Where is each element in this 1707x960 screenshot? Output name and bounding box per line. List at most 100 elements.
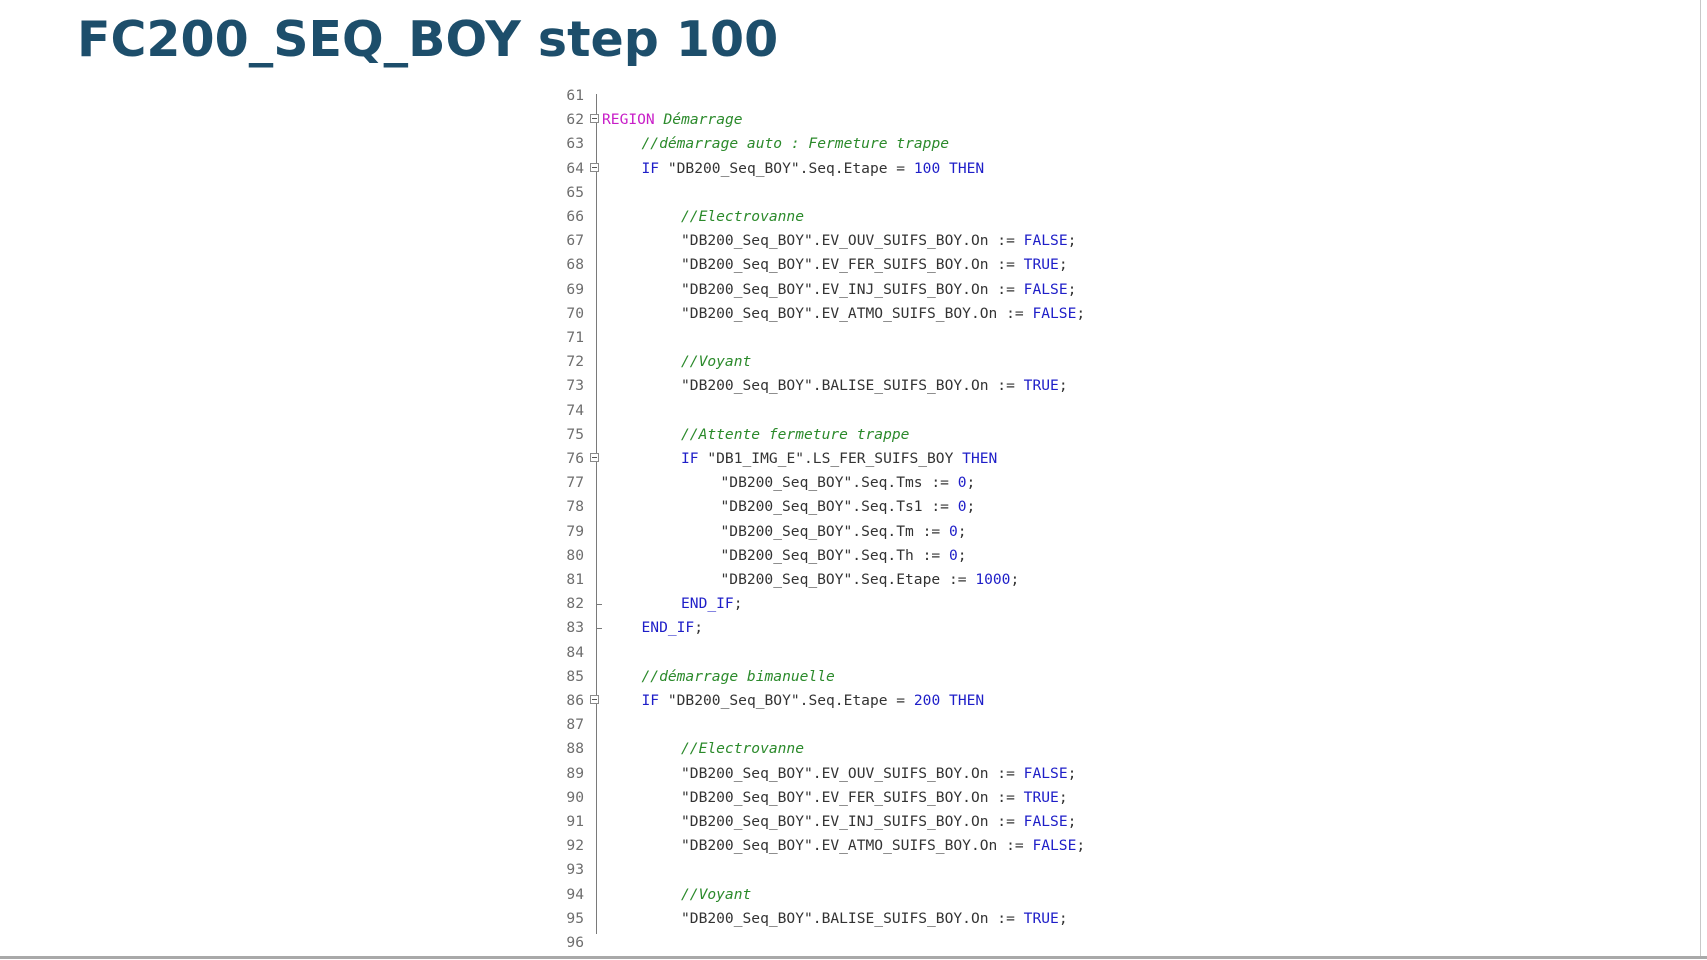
code-text: //Voyant bbox=[681, 883, 751, 907]
code-token-kw: FALSE bbox=[1023, 280, 1068, 298]
code-token-kw: TRUE bbox=[1023, 256, 1059, 274]
code-text: //démarrage auto : Fermeture trappe bbox=[642, 132, 950, 156]
code-token-kw: FALSE bbox=[1032, 304, 1077, 322]
code-text: END_IF; bbox=[642, 616, 704, 640]
line-number: 83 bbox=[566, 619, 584, 637]
fold-end-marker bbox=[596, 618, 602, 630]
code-token-str: ; bbox=[1058, 377, 1068, 395]
code-token-cmt: Démarrage bbox=[654, 111, 743, 129]
code-text: "DB200_Seq_BOY".EV_INJ_SUIFS_BOY.On := F… bbox=[681, 810, 1076, 834]
code-token-str: ; bbox=[1058, 909, 1068, 927]
code-token-str: "DB200_Seq_BOY".EV_INJ_SUIFS_BOY.On := bbox=[681, 280, 1024, 298]
code-token-str: "DB200_Seq_BOY".BALISE_SUIFS_BOY.On := bbox=[681, 909, 1024, 927]
line-number: 85 bbox=[566, 667, 584, 685]
line-number: 82 bbox=[566, 595, 584, 613]
code-text: //Voyant bbox=[681, 350, 751, 374]
code-text: "DB200_Seq_BOY".BALISE_SUIFS_BOY.On := T… bbox=[681, 907, 1068, 931]
code-token-cmt: //Electrovanne bbox=[681, 740, 805, 758]
code-token-str: ; bbox=[966, 498, 976, 516]
code-token-kw: FALSE bbox=[1023, 232, 1068, 250]
code-text: "DB200_Seq_BOY".Seq.Etape := 1000; bbox=[721, 568, 1020, 592]
line-number: 79 bbox=[566, 522, 584, 540]
fold-end-marker bbox=[596, 594, 602, 606]
fold-collapse-icon[interactable] bbox=[590, 453, 599, 462]
code-token-str: ; bbox=[1076, 304, 1086, 322]
code-text: //Electrovanne bbox=[681, 205, 804, 229]
line-number: 65 bbox=[566, 183, 584, 201]
code-text: "DB200_Seq_BOY".EV_FER_SUIFS_BOY.On := T… bbox=[681, 253, 1068, 277]
line-number: 88 bbox=[566, 740, 584, 758]
code-token-num: 0 bbox=[957, 474, 967, 492]
slide-title: FC200_SEQ_BOY step 100 bbox=[77, 11, 779, 68]
code-token-region: REGION bbox=[602, 111, 655, 129]
code-token-num: 0 bbox=[948, 522, 958, 540]
code-token-str: "DB200_Seq_BOY".EV_FER_SUIFS_BOY.On := bbox=[681, 256, 1024, 274]
code-token-str: "DB200_Seq_BOY".EV_OUV_SUIFS_BOY.On := bbox=[681, 764, 1024, 782]
code-token-str: "DB200_Seq_BOY".EV_OUV_SUIFS_BOY.On := bbox=[681, 232, 1024, 250]
code-token-str: ; bbox=[1067, 764, 1077, 782]
code-token-str: "DB200_Seq_BOY".Seq.Tms := bbox=[720, 474, 958, 492]
code-token-kw: THEN bbox=[940, 159, 985, 177]
code-token-str: "DB200_Seq_BOY".EV_FER_SUIFS_BOY.On := bbox=[681, 788, 1024, 806]
code-token-str: "DB200_Seq_BOY".BALISE_SUIFS_BOY.On := bbox=[681, 377, 1024, 395]
code-text: "DB200_Seq_BOY".EV_ATMO_SUIFS_BOY.On := … bbox=[681, 834, 1085, 858]
line-number: 63 bbox=[566, 135, 584, 153]
code-text: "DB200_Seq_BOY".EV_OUV_SUIFS_BOY.On := F… bbox=[681, 762, 1076, 786]
code-token-str: ; bbox=[694, 619, 704, 637]
line-number: 84 bbox=[566, 643, 584, 661]
line-number: 69 bbox=[566, 280, 584, 298]
code-token-kw: IF bbox=[641, 159, 660, 177]
code-text: "DB200_Seq_BOY".EV_FER_SUIFS_BOY.On := T… bbox=[681, 786, 1068, 810]
code-text: IF "DB200_Seq_BOY".Seq.Etape = 100 THEN bbox=[642, 157, 985, 181]
code-token-str: ; bbox=[733, 595, 743, 613]
line-number: 90 bbox=[566, 788, 584, 806]
code-token-cmt: //Attente fermeture trappe bbox=[681, 425, 910, 443]
code-token-kw: TRUE bbox=[1023, 377, 1059, 395]
line-number: 62 bbox=[566, 111, 584, 129]
code-text: REGION Démarrage bbox=[602, 108, 743, 132]
code-token-cmt: //Electrovanne bbox=[681, 208, 805, 225]
code-token-cmt: //démarrage bimanuelle bbox=[641, 667, 835, 685]
line-number: 91 bbox=[566, 813, 584, 830]
code-token-kw: THEN bbox=[940, 692, 985, 709]
fold-collapse-icon[interactable] bbox=[590, 162, 599, 172]
line-number: 71 bbox=[566, 329, 584, 346]
line-number: 80 bbox=[566, 546, 584, 564]
code-token-str: ; bbox=[966, 474, 976, 492]
line-number: 96 bbox=[566, 934, 584, 951]
line-number: 64 bbox=[566, 159, 584, 177]
code-text: IF "DB200_Seq_BOY".Seq.Etape = 200 THEN bbox=[642, 689, 985, 713]
code-text: //Electrovanne bbox=[681, 737, 804, 761]
code-token-num: 1000 bbox=[975, 571, 1011, 588]
line-number: 77 bbox=[566, 474, 584, 492]
slide-right-border bbox=[1700, 0, 1701, 958]
code-text: "DB200_Seq_BOY".EV_INJ_SUIFS_BOY.On := F… bbox=[681, 278, 1076, 302]
slide-bottom-border bbox=[0, 956, 1707, 959]
line-number: 67 bbox=[566, 232, 584, 250]
code-token-kw: FALSE bbox=[1032, 837, 1077, 855]
line-number: 73 bbox=[566, 377, 584, 395]
line-number: 68 bbox=[566, 256, 584, 274]
line-number: 92 bbox=[566, 837, 584, 855]
code-token-cmt: //Voyant bbox=[681, 885, 752, 903]
code-token-num: 0 bbox=[957, 498, 967, 516]
line-number: 76 bbox=[566, 450, 584, 467]
fold-collapse-icon[interactable] bbox=[590, 695, 599, 704]
fold-collapse-icon[interactable] bbox=[590, 114, 599, 124]
code-token-kw: THEN bbox=[962, 450, 998, 467]
code-token-str: ; bbox=[1010, 571, 1020, 588]
code-token-str: ; bbox=[957, 546, 967, 564]
code-text: "DB200_Seq_BOY".Seq.Th := 0; bbox=[721, 544, 967, 568]
code-text: "DB200_Seq_BOY".EV_ATMO_SUIFS_BOY.On := … bbox=[681, 302, 1085, 326]
line-number: 89 bbox=[566, 764, 584, 782]
code-token-str: ; bbox=[1067, 813, 1077, 830]
line-number: 81 bbox=[566, 571, 584, 588]
code-token-str: "DB200_Seq_BOY".Seq.Etape := bbox=[720, 571, 976, 588]
code-token-str: "DB200_Seq_BOY".EV_ATMO_SUIFS_BOY.On := bbox=[681, 837, 1033, 855]
code-text: "DB200_Seq_BOY".BALISE_SUIFS_BOY.On := T… bbox=[681, 374, 1068, 398]
code-text: "DB200_Seq_BOY".Seq.Ts1 := 0; bbox=[721, 495, 976, 519]
code-token-str: "DB200_Seq_BOY".EV_INJ_SUIFS_BOY.On := bbox=[681, 813, 1024, 830]
fold-gutter-line bbox=[596, 94, 597, 934]
code-token-str: "DB1_IMG_E".LS_FER_SUIFS_BOY bbox=[698, 450, 963, 467]
